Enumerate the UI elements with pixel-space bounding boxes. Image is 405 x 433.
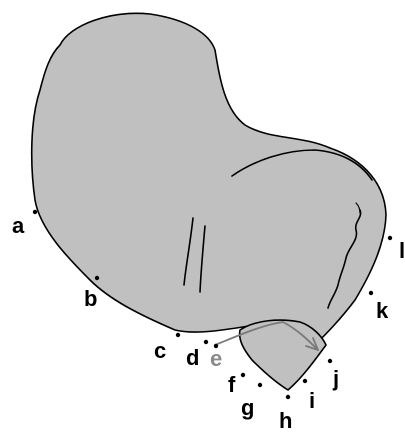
point-l-marker: [388, 236, 392, 240]
point-h-marker: [286, 395, 290, 399]
point-f-label: f: [228, 372, 236, 397]
point-l-label: l: [399, 238, 405, 263]
point-j-marker: [328, 359, 332, 363]
point-g-label: g: [241, 395, 254, 420]
point-a-marker: [33, 210, 37, 214]
point-k-label: k: [376, 298, 389, 323]
point-f-marker: [241, 373, 245, 377]
point-k-marker: [369, 291, 373, 295]
point-b-label: b: [84, 286, 97, 311]
point-c-marker: [176, 333, 180, 337]
point-d-marker: [204, 340, 208, 344]
point-i-label: i: [309, 388, 315, 413]
point-c-label: c: [154, 338, 166, 363]
point-g-marker: [258, 383, 262, 387]
point-d-label: d: [186, 345, 199, 370]
point-b-marker: [95, 276, 99, 280]
point-j-label: j: [332, 366, 339, 391]
point-a-label: a: [12, 213, 25, 238]
point-h-label: h: [279, 408, 292, 433]
point-i-marker: [303, 379, 307, 383]
point-e-label: e: [210, 346, 222, 371]
